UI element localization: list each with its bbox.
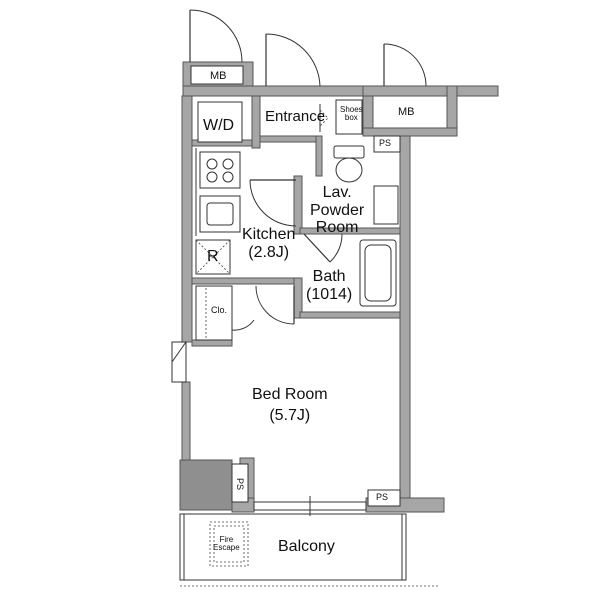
balcony-outline — [179, 513, 407, 581]
shoes-box-label: Shoes box — [340, 106, 363, 122]
toilet-tank-icon — [333, 145, 365, 159]
ps-bottom-box — [367, 489, 401, 507]
shoes-box-label-line1: Shoes — [340, 105, 363, 114]
entrance-label: Entrance — [265, 108, 326, 125]
kitchen-name: Kitchen — [242, 226, 296, 243]
wd-unit — [197, 101, 243, 143]
kitchen-label: Kitchen (2.8J) — [242, 226, 295, 261]
ps-left-box — [231, 463, 249, 503]
stove-icon — [199, 151, 241, 189]
walls — [179, 61, 499, 513]
ps-left-label: PS — [234, 478, 245, 491]
lavatory-label: Lav. Powder Room — [310, 184, 364, 237]
lavatory-sink-icon — [373, 185, 399, 225]
fire-escape-line2: Escape — [213, 543, 240, 552]
fire-escape-line1: Fire — [219, 535, 234, 544]
ps-top-box — [373, 135, 401, 153]
closet-label: Clo. — [211, 305, 228, 315]
mb-right-label: MB — [398, 106, 415, 118]
closet — [195, 285, 233, 341]
ps-top-label: PS — [379, 138, 392, 148]
kitchen-size: (2.8J) — [248, 243, 290, 261]
fire-escape-hatch — [209, 521, 249, 567]
bed-room-label: Bed Room (5.7J) — [252, 386, 328, 424]
lavatory-label-line1: Lav. — [322, 184, 352, 201]
balcony-label: Balcony — [278, 538, 335, 555]
bath-label: Bath (1014) — [306, 268, 352, 303]
refrigerator-label: R — [207, 248, 219, 265]
lavatory-label-line3: Room — [315, 219, 359, 237]
toilet-bowl-icon — [335, 157, 363, 183]
doors — [171, 9, 427, 383]
wd-label: W/D — [203, 117, 235, 134]
shoes-box-cabinet — [335, 99, 363, 135]
bed-room-name: Bed Room — [252, 386, 328, 403]
mb-left-label: MB — [210, 70, 227, 82]
bed-room-size: (5.7J) — [269, 406, 311, 424]
bathtub-icon — [359, 239, 397, 307]
shoes-box-label-line2: box — [344, 113, 358, 122]
fire-escape-label: Fire Escape — [213, 536, 240, 552]
ps-bottom-label: PS — [376, 492, 389, 502]
bath-size: (1014) — [306, 285, 353, 303]
lavatory-label-line2: Powder — [310, 201, 365, 219]
kitchen-sink-icon — [199, 195, 241, 233]
fixtures — [179, 99, 440, 587]
bath-name: Bath — [312, 268, 346, 285]
